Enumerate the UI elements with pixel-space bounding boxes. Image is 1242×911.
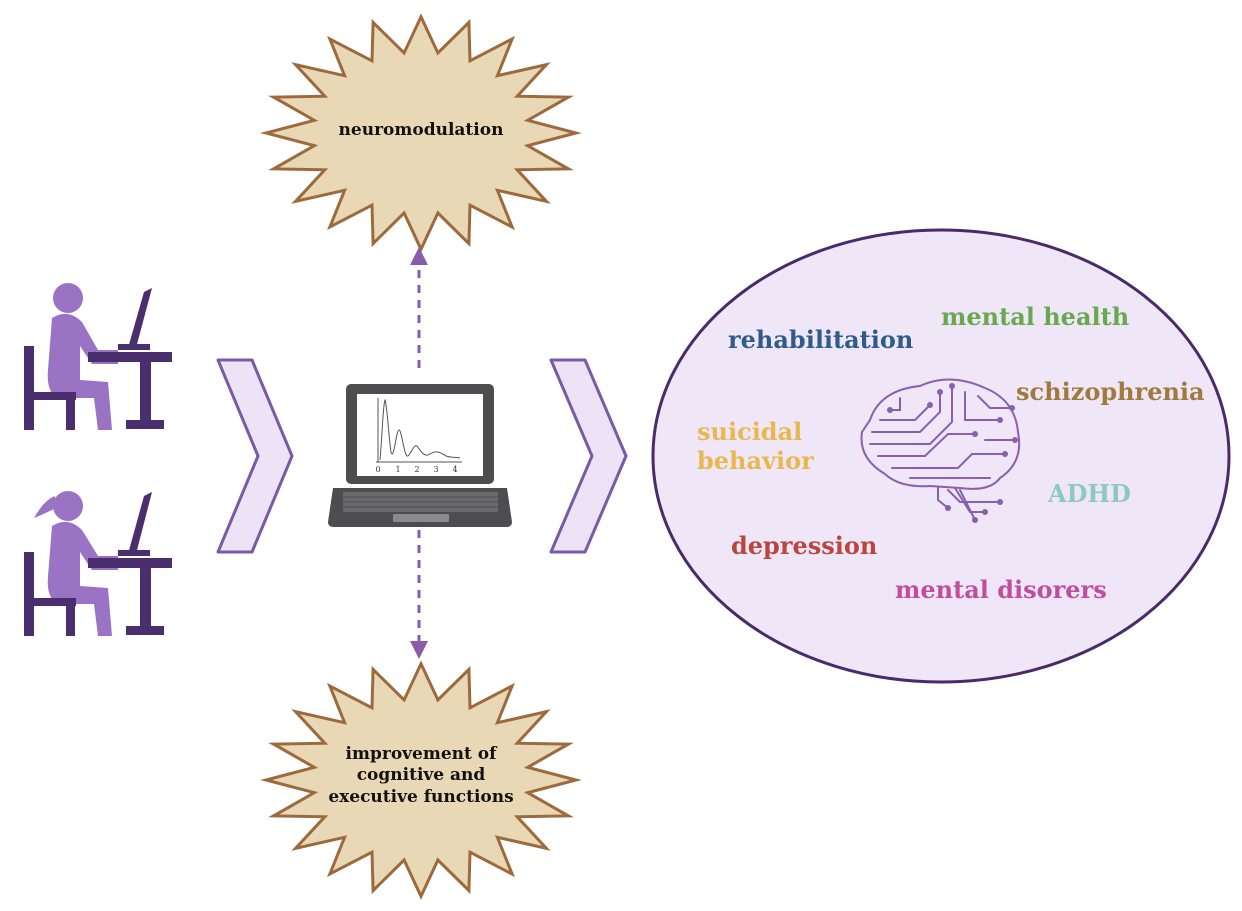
circuit-brain-icon (860, 378, 1021, 523)
laptop-icon: 0 1 2 3 4 (328, 384, 512, 527)
mental-disorders-term: mental disorers (895, 575, 1107, 604)
adhd-term: ADHD (1048, 479, 1131, 508)
plot-tick-label: 1 (395, 465, 400, 474)
plot-tick-label: 3 (433, 465, 438, 474)
rehabilitation-term: rehabilitation (728, 325, 914, 354)
plot-tick-label: 4 (452, 465, 457, 474)
suicidal-behavior-term: suicidal behavior (697, 417, 814, 476)
cognitive-line-3: executive functions (328, 786, 514, 807)
mental-health-term: mental health (941, 302, 1130, 331)
chevron-right-icon (549, 358, 628, 554)
schizophrenia-term: schizophrenia (1016, 377, 1205, 406)
chevron-right-icon (216, 358, 294, 554)
plot-tick-label: 0 (375, 465, 380, 474)
neuromodulation-text: neuromodulation (338, 120, 504, 140)
woman-at-desk-icon (24, 491, 172, 636)
suicidal-line-1: suicidal (697, 417, 803, 446)
person-at-desk-icon (24, 283, 172, 430)
mental-health-oval (651, 228, 1231, 684)
cognitive-functions-label: improvement of cognitive and executive f… (321, 744, 521, 808)
plot-tick-label: 2 (414, 465, 419, 474)
cognitive-line-1: improvement of (345, 744, 497, 764)
cognitive-line-2: cognitive and (356, 765, 486, 786)
suicidal-line-2: behavior (697, 445, 814, 475)
depression-term: depression (731, 531, 878, 560)
neuromodulation-label: neuromodulation (321, 120, 521, 141)
cognitive-functions-starburst (260, 660, 582, 900)
